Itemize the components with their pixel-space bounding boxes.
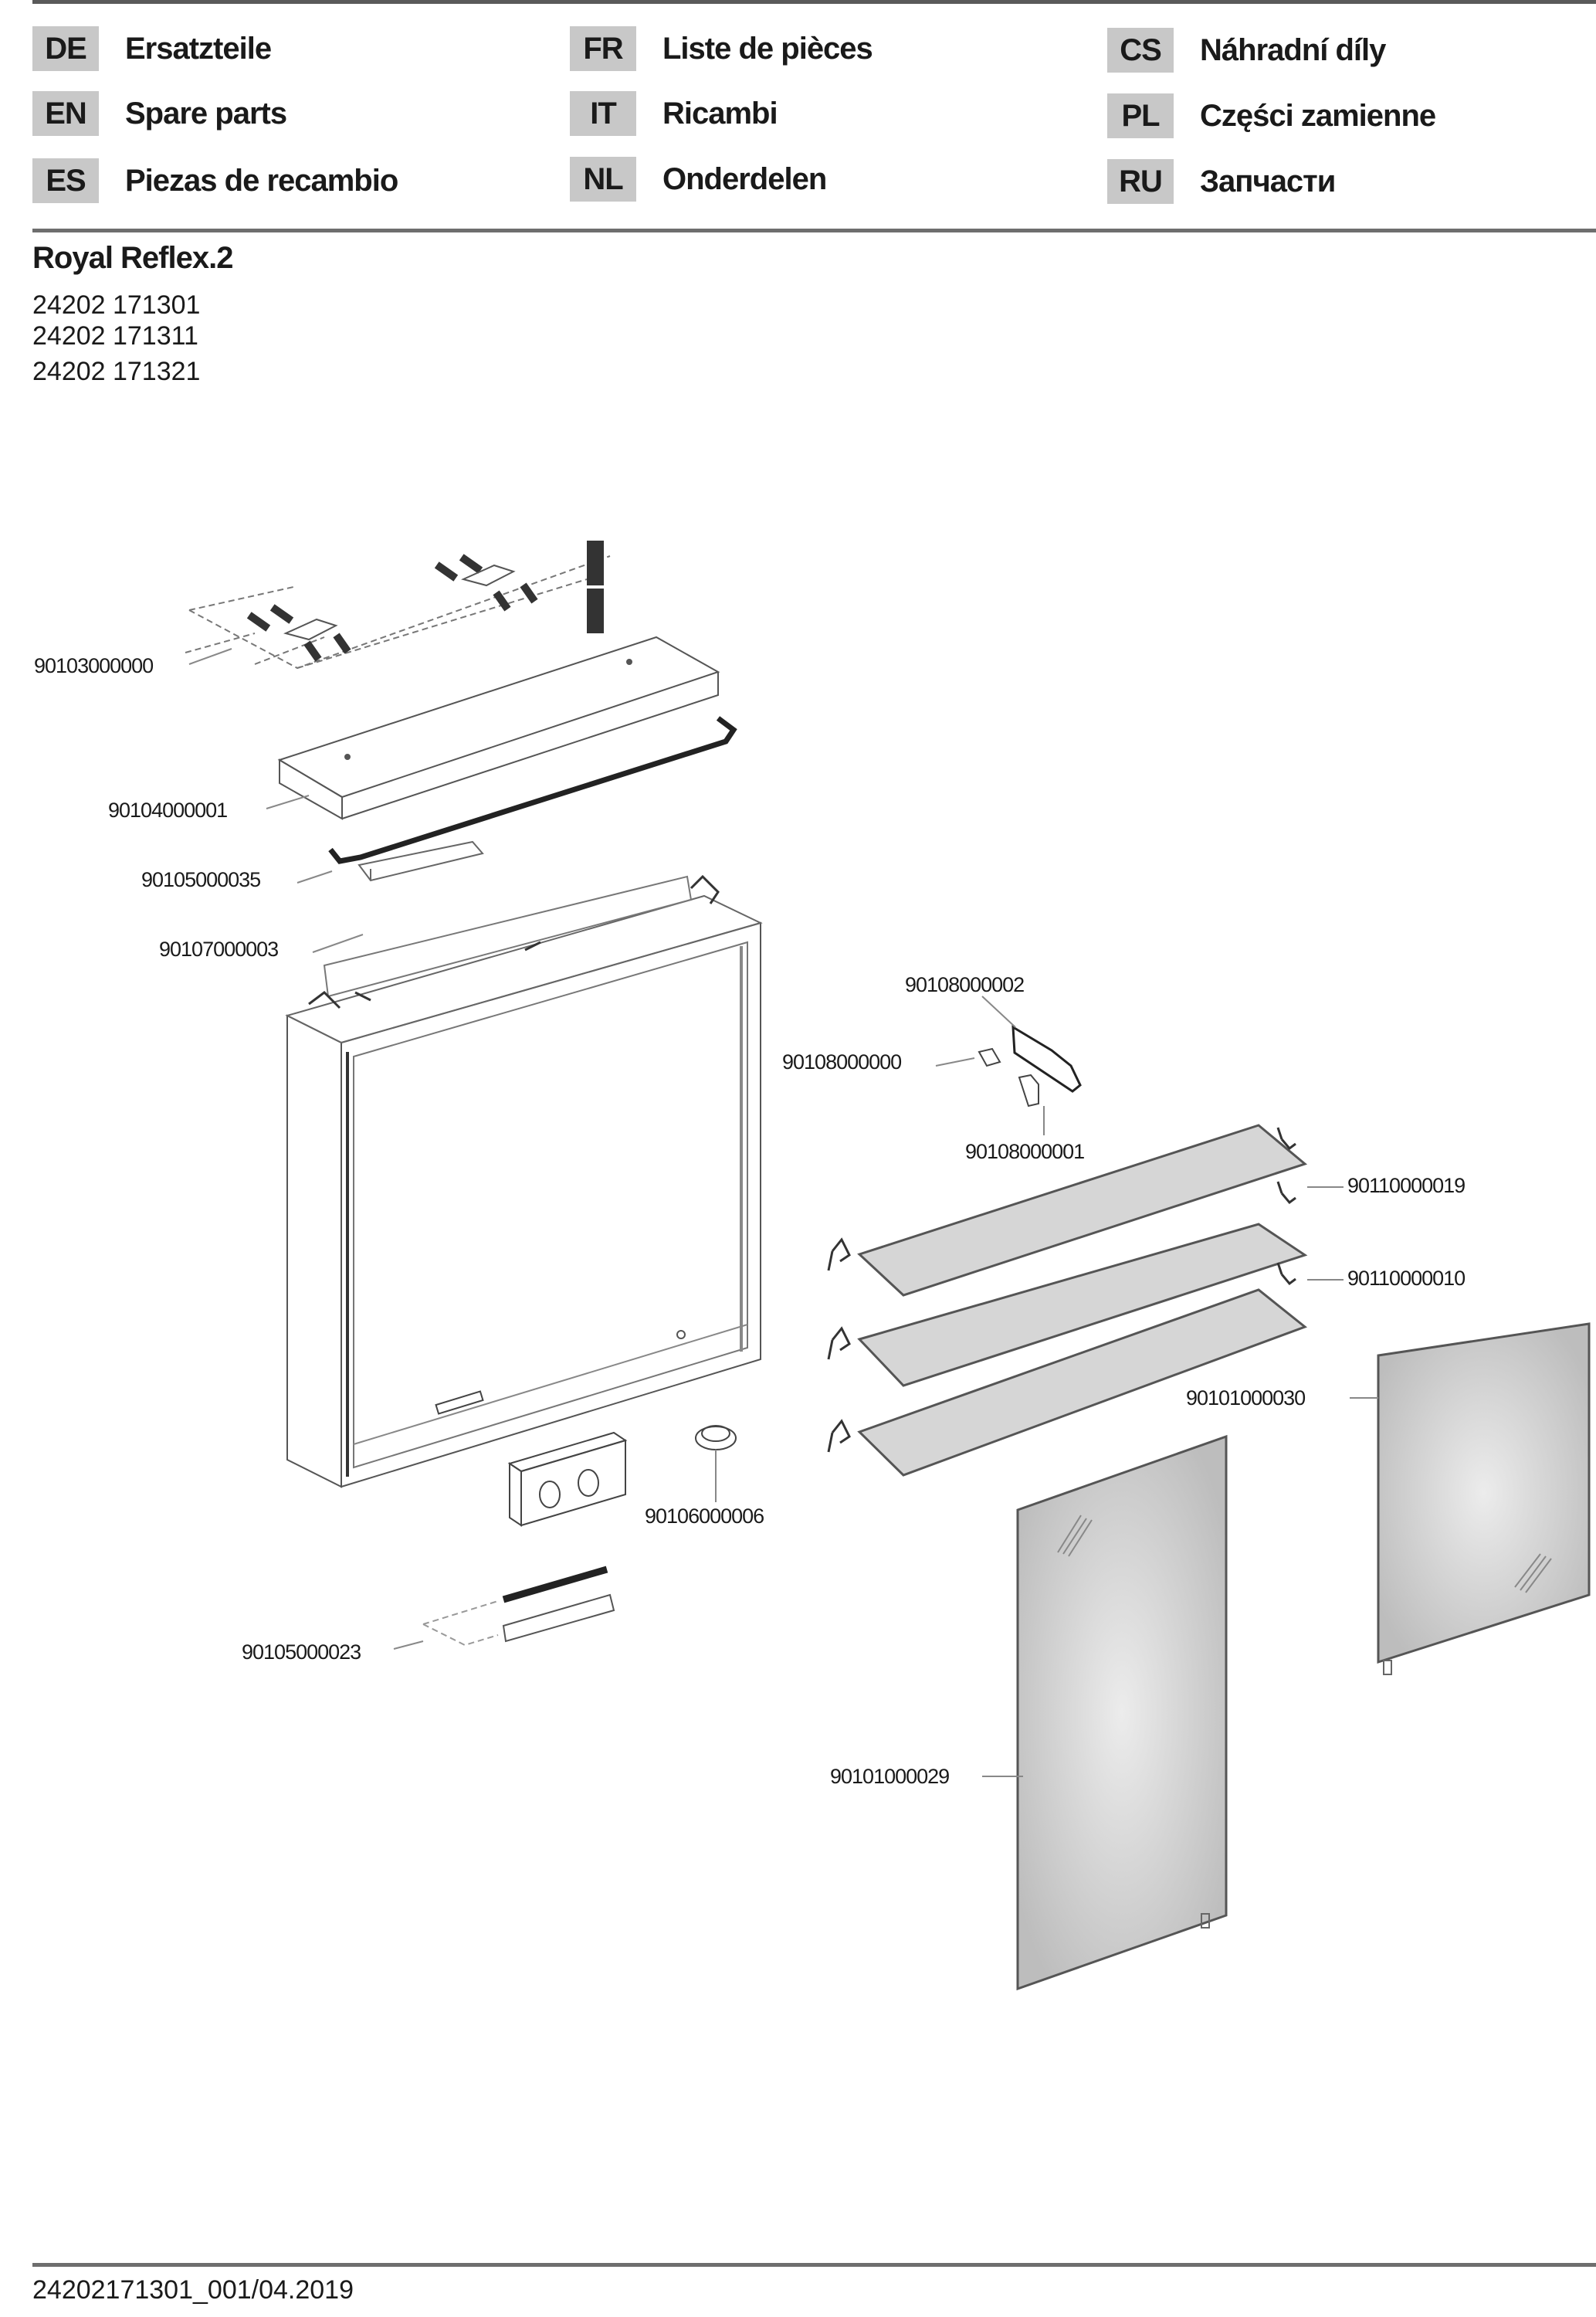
part-label-top-cover: 90104000001	[108, 799, 228, 822]
part-label-mounting-kit: 90103000000	[34, 654, 154, 677]
lang-code: RU	[1107, 159, 1174, 204]
lang-code: FR	[570, 26, 636, 71]
lang-label: Ersatzteile	[125, 31, 272, 66]
part-label-door-right: 90101000030	[1186, 1386, 1306, 1410]
header-top-rule	[32, 0, 1596, 4]
shelf-drawing	[857, 1124, 1308, 1477]
cabinet-body-drawing	[285, 874, 763, 1488]
led-strip-bottom-drawing	[422, 1566, 615, 1647]
article-number: 24202 171311	[32, 321, 198, 351]
bracket-icon	[283, 564, 516, 641]
header-divider	[32, 229, 1596, 232]
lang-label: Onderdelen	[662, 161, 827, 196]
lang-code: CS	[1107, 28, 1174, 73]
article-number: 24202 171301	[32, 290, 201, 320]
part-label-driver: 90107000003	[159, 938, 279, 961]
footer-rule	[32, 2263, 1596, 2267]
part-label-led-strip-top: 90105000035	[141, 868, 261, 891]
lang-cs: CS Náhradní díly	[1107, 28, 1386, 73]
lang-label: Ricambi	[662, 96, 778, 131]
lang-de: DE Ersatzteile	[32, 26, 272, 71]
article-number: 24202 171321	[32, 357, 201, 386]
part-label-shelf-support: 90110000010	[1347, 1267, 1466, 1290]
lang-code: PL	[1107, 93, 1174, 138]
lang-code: IT	[570, 91, 636, 136]
lang-fr: FR Liste de pièces	[570, 26, 873, 71]
product-title: Royal Reflex.2	[32, 241, 233, 275]
socket-drawing	[507, 1431, 628, 1527]
part-label-hinge-cap: 90108000000	[782, 1050, 902, 1074]
lang-code: DE	[32, 26, 99, 71]
driver-drawing	[357, 840, 484, 882]
part-label-shelf-glass: 90110000019	[1347, 1174, 1466, 1197]
lang-nl: NL Onderdelen	[570, 157, 827, 202]
part-label-hinge-clip: 90108000001	[965, 1140, 1085, 1163]
lang-label: Náhradní díly	[1200, 32, 1386, 67]
shelf-support-icon	[827, 1127, 1296, 1453]
part-label-led-strip-bottom: 90105000023	[242, 1640, 361, 1664]
lang-code: ES	[32, 158, 99, 203]
lang-es: ES Piezas de recambio	[32, 158, 398, 203]
screw-icon	[246, 541, 604, 662]
lang-label: Запчасти	[1200, 164, 1336, 198]
lang-label: Liste de pièces	[662, 31, 873, 66]
lang-code: NL	[570, 157, 636, 202]
part-label-hinge: 90108000002	[905, 973, 1025, 996]
document-id: 24202171301_001/04.2019	[32, 2275, 354, 2305]
mounting-kit-drawing	[185, 555, 611, 670]
part-label-socket: 90106000006	[645, 1505, 764, 1528]
lang-it: IT Ricambi	[570, 91, 778, 136]
part-label-door-left: 90101000029	[830, 1765, 950, 1788]
mirror-door-left-drawing	[1016, 1434, 1228, 1991]
connector-drawing	[695, 1425, 737, 1450]
lang-pl: PL Części zamienne	[1107, 93, 1436, 138]
led-strip-top-drawing	[328, 716, 737, 864]
lang-en: EN Spare parts	[32, 91, 287, 136]
leader-lines	[188, 648, 1378, 1777]
lang-code: EN	[32, 91, 99, 136]
top-cover-drawing	[277, 636, 720, 820]
hinge-cap-drawing	[978, 1047, 1001, 1067]
lang-ru: RU Запчасти	[1107, 159, 1336, 204]
hinge-clip-drawing	[1018, 1074, 1039, 1108]
lang-label: Piezas de recambio	[125, 163, 398, 198]
hinge-drawing	[1011, 1025, 1082, 1093]
lang-label: Części zamienne	[1200, 98, 1436, 133]
mirror-door-right-drawing	[1377, 1322, 1591, 1675]
lang-label: Spare parts	[125, 96, 287, 131]
